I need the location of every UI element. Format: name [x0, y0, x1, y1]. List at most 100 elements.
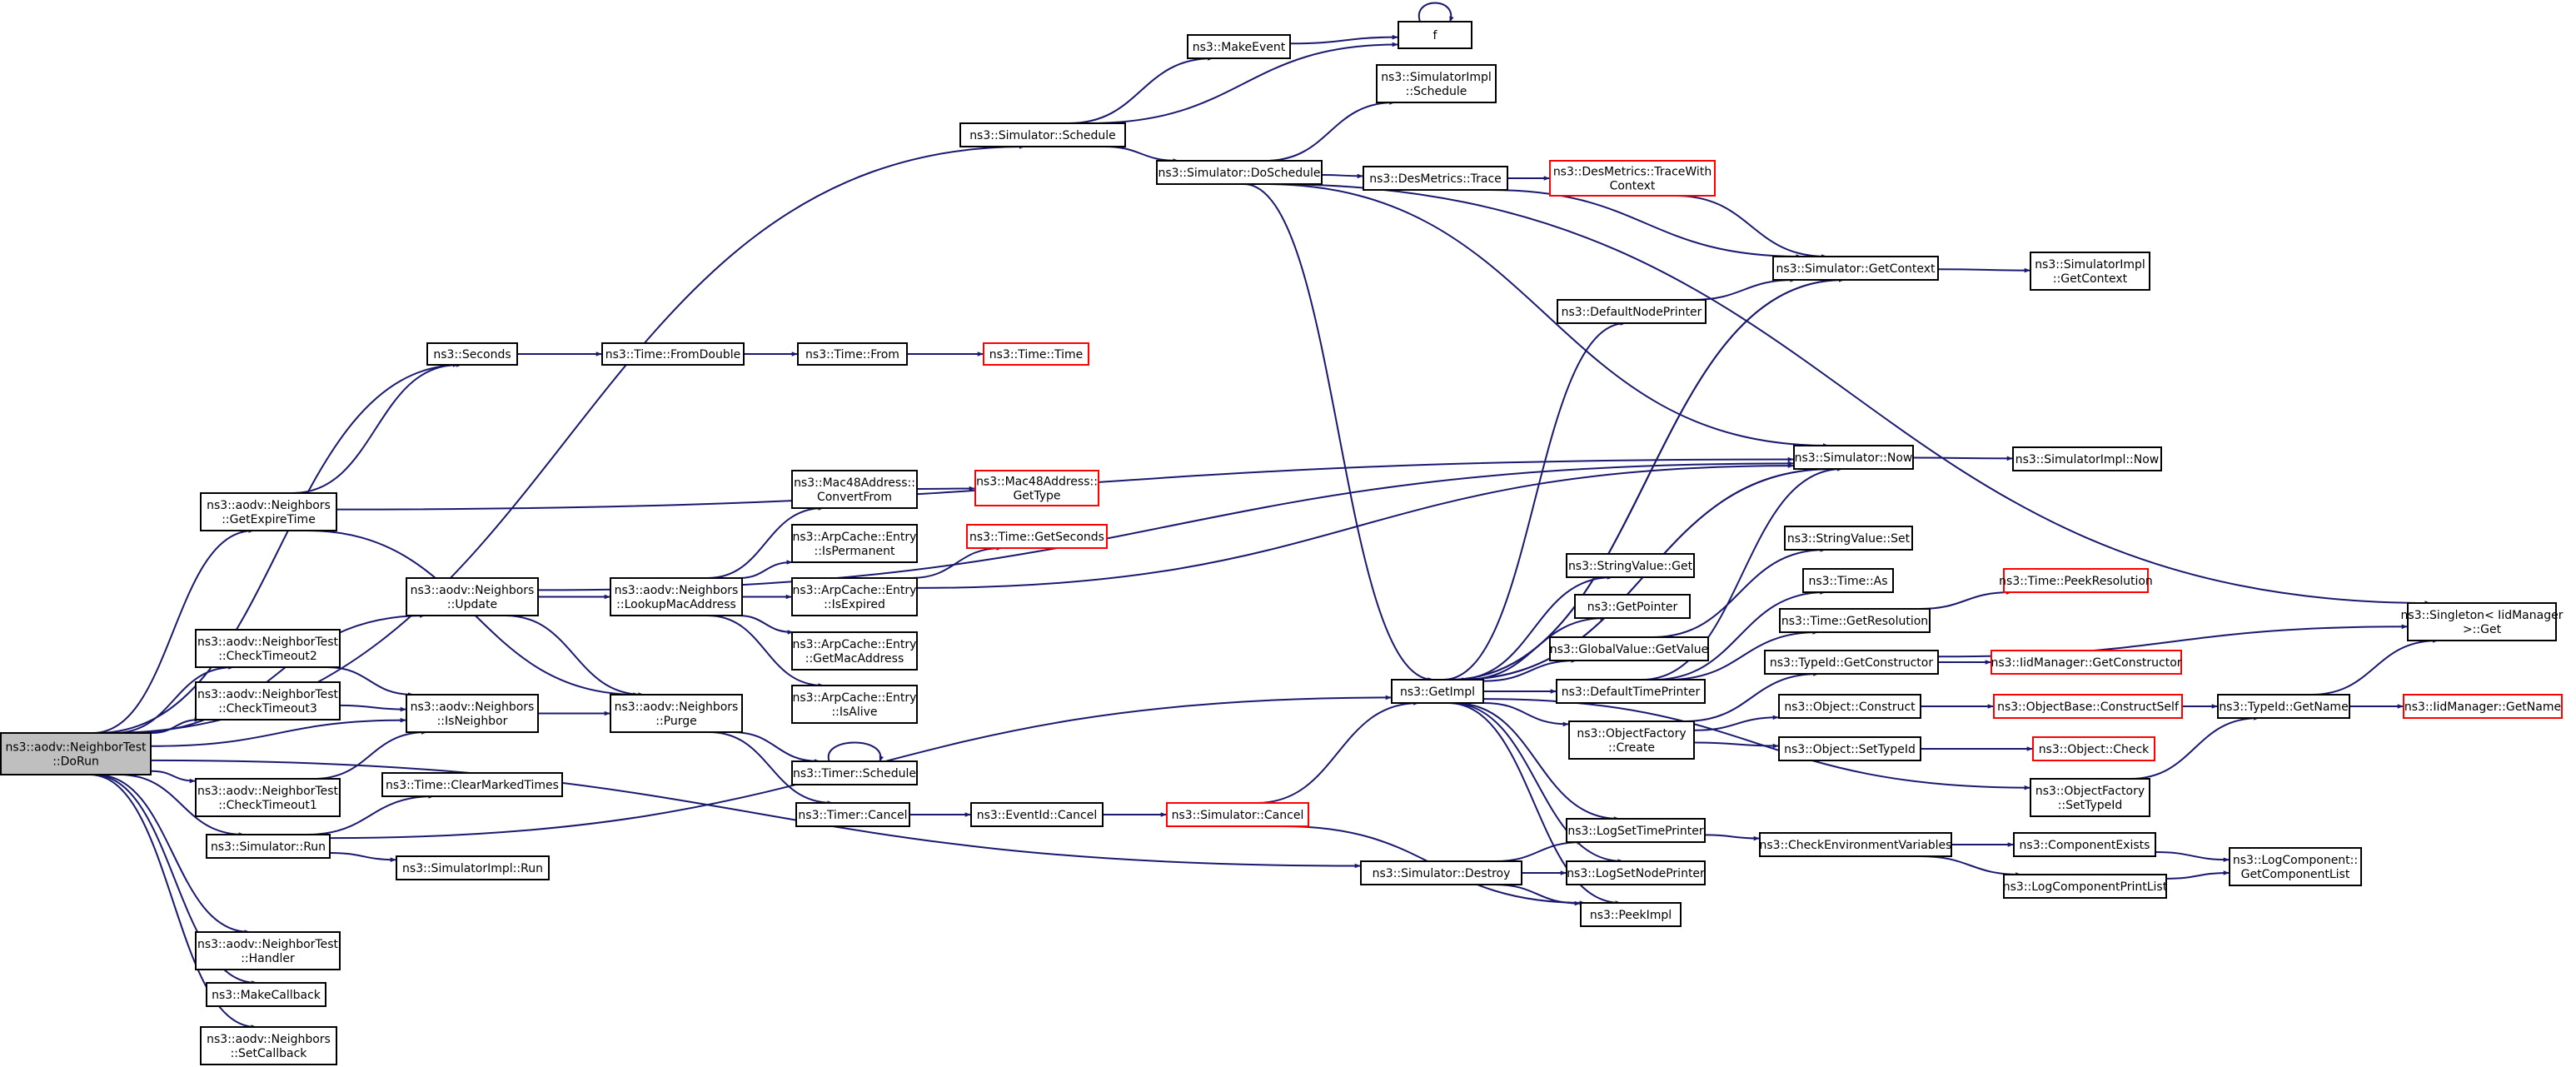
node-object_check[interactable]: ns3::Object::Check [2032, 736, 2155, 761]
node-root: ns3::aodv::NeighborTest::DoRun [0, 732, 152, 775]
node-isneighbor[interactable]: ns3::aodv::Neighbors::IsNeighbor [406, 694, 539, 733]
node-defaultnodeprinter[interactable]: ns3::DefaultNodePrinter [1557, 299, 1707, 324]
edge-update-to-purge [505, 615, 645, 697]
node-label: ns3::StringValue::Set [1787, 532, 1911, 546]
node-desmetrics_trace[interactable]: ns3::DesMetrics::Trace [1363, 166, 1508, 191]
node-sim_run[interactable]: ns3::Simulator::Run [206, 834, 331, 859]
node-box [200, 492, 337, 531]
node-logsetnodeprinter[interactable]: ns3::LogSetNodePrinter [1566, 860, 1706, 885]
node-handler[interactable]: ns3::aodv::NeighborTest::Handler [195, 931, 341, 970]
node-f[interactable]: f [1398, 21, 1472, 49]
edge-sim_getcontext-to-simimpl_getcontext [1938, 267, 2030, 273]
node-typeid_getname[interactable]: ns3::TypeId::GetName [2217, 694, 2350, 719]
edge-root-to-isneighbor [151, 717, 406, 747]
node-sim_schedule[interactable]: ns3::Simulator::Schedule [959, 122, 1126, 147]
node-objectbase_constructself[interactable]: ns3::ObjectBase::ConstructSelf [1993, 694, 2183, 719]
node-time_fromdouble[interactable]: ns3::Time::FromDouble [601, 342, 745, 366]
node-box [1156, 160, 1323, 185]
node-label: ns3::LogSetNodePrinter [1567, 867, 1705, 880]
node-box [791, 577, 918, 616]
node-seconds[interactable]: ns3::Seconds [426, 342, 518, 366]
node-label: ns3::Time::As [1808, 575, 1887, 588]
edge-root-to-update [128, 613, 426, 734]
node-box [791, 685, 918, 724]
node-makeevent[interactable]: ns3::MakeEvent [1187, 34, 1291, 59]
node-getpointer[interactable]: ns3::GetPointer [1574, 594, 1691, 619]
node-box [200, 1026, 337, 1065]
node-mac48_gettype[interactable]: ns3::Mac48Address::GetType [974, 470, 1099, 506]
node-label: ns3::MakeEvent [1193, 41, 1286, 54]
node-arp_ispermanent[interactable]: ns3::ArpCache::Entry::IsPermanent [791, 524, 918, 563]
node-sim_doschedule[interactable]: ns3::Simulator::DoSchedule [1156, 160, 1323, 185]
node-sim_destroy[interactable]: ns3::Simulator::Destroy [1360, 860, 1522, 885]
node-sim_now[interactable]: ns3::Simulator::Now [1793, 445, 1914, 470]
node-time_from[interactable]: ns3::Time::From [797, 342, 908, 366]
node-update[interactable]: ns3::aodv::Neighbors::Update [406, 577, 539, 616]
node-stringvalue_get[interactable]: ns3::StringValue::Get [1566, 553, 1695, 578]
node-checkenv[interactable]: ns3::CheckEnvironmentVariables [1759, 832, 1952, 857]
node-makecallback[interactable]: ns3::MakeCallback [206, 982, 326, 1007]
node-globalvalue_getvalue[interactable]: ns3::GlobalValue::GetValue [1549, 636, 1709, 661]
node-defaulttimeprinter[interactable]: ns3::DefaultTimePrinter [1556, 679, 1706, 704]
edge-root-to-makecallback [92, 774, 258, 985]
node-label: ns3::TypeId::GetName [2219, 701, 2348, 714]
node-time_time[interactable]: ns3::Time::Time [983, 342, 1089, 366]
node-objectfactory_create[interactable]: ns3::ObjectFactory::Create [1568, 720, 1695, 760]
node-stringvalue_set[interactable]: ns3::StringValue::Set [1784, 526, 1913, 551]
graph-nodes: ns3::aodv::NeighborTest::DoRun fns3::Make… [0, 21, 2564, 1065]
node-componentexists[interactable]: ns3::ComponentExists [2013, 832, 2156, 857]
node-time_getseconds[interactable]: ns3::Time::GetSeconds [966, 524, 1108, 549]
node-getimpl[interactable]: ns3::GetImpl [1391, 679, 1484, 704]
node-simimpl_schedule[interactable]: ns3::SimulatorImpl::Schedule [1376, 64, 1497, 103]
node-label: ::CheckTimeout1 [218, 799, 317, 812]
node-label: ::DoRun [52, 755, 99, 769]
node-eventid_cancel[interactable]: ns3::EventId::Cancel [970, 802, 1104, 827]
node-label: f [1433, 29, 1438, 42]
edge-checkenv-to-logcomponentprintlist [1920, 855, 2022, 877]
node-time_clearmarkedtimes[interactable]: ns3::Time::ClearMarkedTimes [381, 772, 563, 797]
node-setcallback[interactable]: ns3::aodv::Neighbors::SetCallback [200, 1026, 337, 1065]
node-sim_getcontext[interactable]: ns3::Simulator::GetContext [1772, 256, 1939, 281]
node-iid_getconstructor[interactable]: ns3::IidManager::GetConstructor [1991, 650, 2182, 675]
node-logsettimeprinter[interactable]: ns3::LogSetTimePrinter [1566, 818, 1706, 843]
node-simimpl_now[interactable]: ns3::SimulatorImpl::Now [2012, 446, 2162, 471]
node-arp_isexpired[interactable]: ns3::ArpCache::Entry::IsExpired [791, 577, 918, 616]
node-checktimeout3[interactable]: ns3::aodv::NeighborTest::CheckTimeout3 [195, 681, 341, 720]
node-label: ns3::PeekImpl [1590, 909, 1672, 922]
edge-globalvalue_getvalue-to-stringvalue_set [1652, 547, 1826, 638]
node-simimpl_run[interactable]: ns3::SimulatorImpl::Run [396, 855, 550, 880]
node-iid_getname[interactable]: ns3::IidManager::GetName [2403, 694, 2563, 719]
node-arp_isalive[interactable]: ns3::ArpCache::Entry::IsAlive [791, 685, 918, 724]
node-box [1778, 694, 1921, 719]
node-sim_cancel[interactable]: ns3::Simulator::Cancel [1166, 802, 1309, 827]
node-time_as[interactable]: ns3::Time::As [1802, 568, 1894, 593]
node-box [1566, 818, 1706, 843]
node-timer_schedule[interactable]: ns3::Timer::Schedule [791, 760, 918, 785]
node-logcomponent_getlist[interactable]: ns3::LogComponent::GetComponentList [2229, 847, 2362, 886]
node-singleton_get[interactable]: ns3::Singleton< IidManager >::Get [2401, 602, 2564, 641]
node-logcomponentprintlist[interactable]: ns3::LogComponentPrintList [2003, 874, 2168, 899]
node-getexpiretime[interactable]: ns3::aodv::Neighbors::GetExpireTime [200, 492, 337, 531]
node-mac48_convertfrom[interactable]: ns3::Mac48Address::ConvertFrom [791, 470, 918, 509]
node-timer_cancel[interactable]: ns3::Timer::Cancel [795, 802, 910, 827]
node-lookupmac[interactable]: ns3::aodv::Neighbors::LookupMacAddress [610, 577, 743, 616]
node-object_construct[interactable]: ns3::Object::Construct [1778, 694, 1921, 719]
edge-objectfactory_create-to-object_construct [1694, 715, 1779, 731]
node-time_getresolution[interactable]: ns3::Time::GetResolution [1779, 608, 1931, 633]
node-label: ns3::Time::ClearMarkedTimes [386, 779, 559, 792]
node-objectfactory_settypeid[interactable]: ns3::ObjectFactory::SetTypeId [2030, 778, 2150, 817]
node-checktimeout2[interactable]: ns3::aodv::NeighborTest::CheckTimeout2 [195, 629, 341, 668]
node-purge[interactable]: ns3::aodv::Neighbors::Purge [610, 694, 743, 733]
node-arp_getmacaddress[interactable]: ns3::ArpCache::Entry::GetMacAddress [791, 631, 918, 671]
node-typeid_getconstructor[interactable]: ns3::TypeId::GetConstructor [1764, 650, 1939, 675]
node-box [1779, 608, 1931, 633]
node-checktimeout1[interactable]: ns3::aodv::NeighborTest::CheckTimeout1 [195, 778, 341, 817]
node-time_peekresolution[interactable]: ns3::Time::PeekResolution [1999, 568, 2153, 593]
node-box [791, 631, 918, 671]
node-simimpl_getcontext[interactable]: ns3::SimulatorImpl::GetContext [2030, 252, 2150, 291]
node-label: ns3::Timer::Cancel [798, 809, 907, 822]
node-peekimpl[interactable]: ns3::PeekImpl [1580, 902, 1682, 927]
node-object_settypeid[interactable]: ns3::Object::SetTypeId [1778, 736, 1921, 761]
node-box [206, 982, 326, 1007]
